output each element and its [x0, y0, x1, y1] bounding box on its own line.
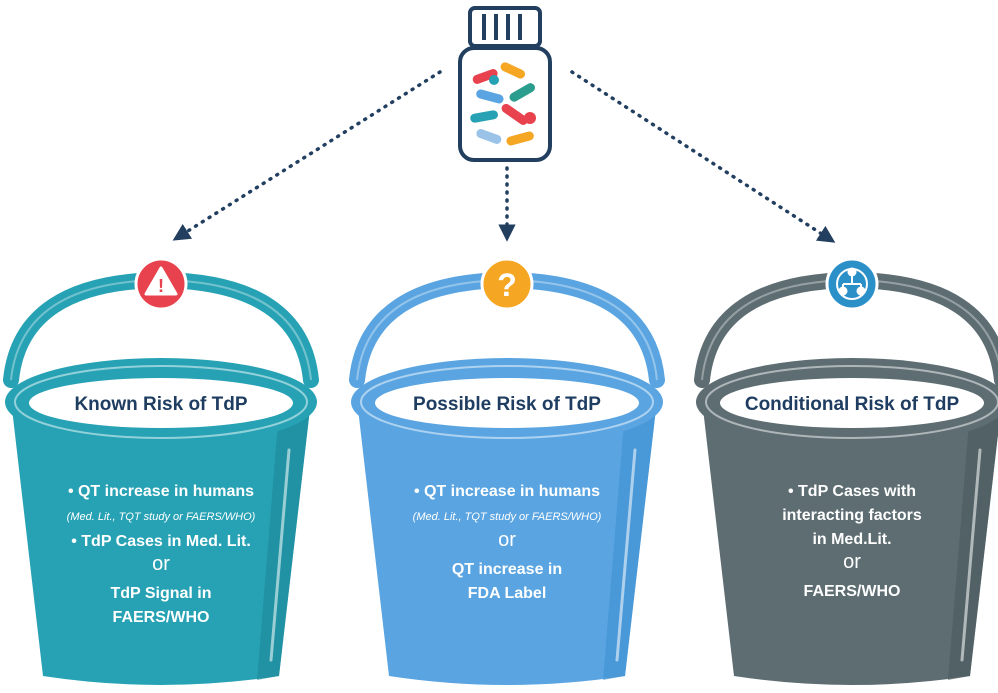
badge-glyph: ?: [497, 267, 517, 303]
criteria-line: QT increase in: [452, 561, 562, 578]
bucket-label-oval: [375, 378, 639, 428]
criteria-line: in Med.Lit.: [812, 531, 891, 548]
criteria-line: FAERS/WHO: [804, 583, 901, 600]
bucket-conditional: Conditional Risk of TdP • TdP Cases with i…: [694, 257, 998, 685]
criteria-line: • TdP Cases with: [788, 483, 916, 500]
criteria-line: • QT increase in humans: [68, 483, 254, 500]
arrow-to-known: [172, 70, 442, 241]
criteria-line: TdP Signal in: [110, 585, 211, 602]
or-separator: or: [843, 551, 861, 573]
pill-bottle-icon: [458, 6, 552, 162]
warning-triangle-icon: !: [134, 257, 188, 311]
criteria-line: • QT increase in humans: [414, 483, 600, 500]
bucket-title: Conditional Risk of TdP: [745, 394, 960, 415]
arrow-to-conditional: [570, 70, 836, 243]
bucket-label-oval: [29, 378, 293, 428]
or-separator: or: [152, 553, 170, 575]
bucket-title: Possible Risk of TdP: [413, 394, 601, 415]
question-mark-icon: ?: [480, 257, 534, 311]
source-note: (Med. Lit., TQT study or FAERS/WHO): [413, 511, 602, 523]
bucket-possible: Possible Risk of TdP? • QT increase in hu…: [349, 257, 665, 685]
badge-glyph: !: [158, 276, 164, 296]
bucket-body: [702, 400, 998, 685]
source-note: (Med. Lit., TQT study or FAERS/WHO): [67, 511, 256, 523]
bucket-body: [357, 400, 657, 685]
risk-buckets: Known Risk of TdP! • QT increase in human…: [3, 257, 998, 685]
bucket-body: [11, 400, 311, 685]
criteria-line: FAERS/WHO: [113, 609, 210, 626]
criteria-line: • TdP Cases in Med. Lit.: [71, 533, 251, 550]
or-separator: or: [498, 529, 516, 551]
connector-arrows: [172, 70, 836, 243]
bucket-known: Known Risk of TdP! • QT increase in human…: [3, 257, 319, 685]
interaction-network-icon: [825, 257, 879, 311]
bucket-title: Known Risk of TdP: [74, 394, 247, 415]
bucket-label-oval: [720, 378, 984, 428]
criteria-line: FDA Label: [468, 585, 547, 602]
criteria-line: interacting factors: [782, 507, 922, 524]
